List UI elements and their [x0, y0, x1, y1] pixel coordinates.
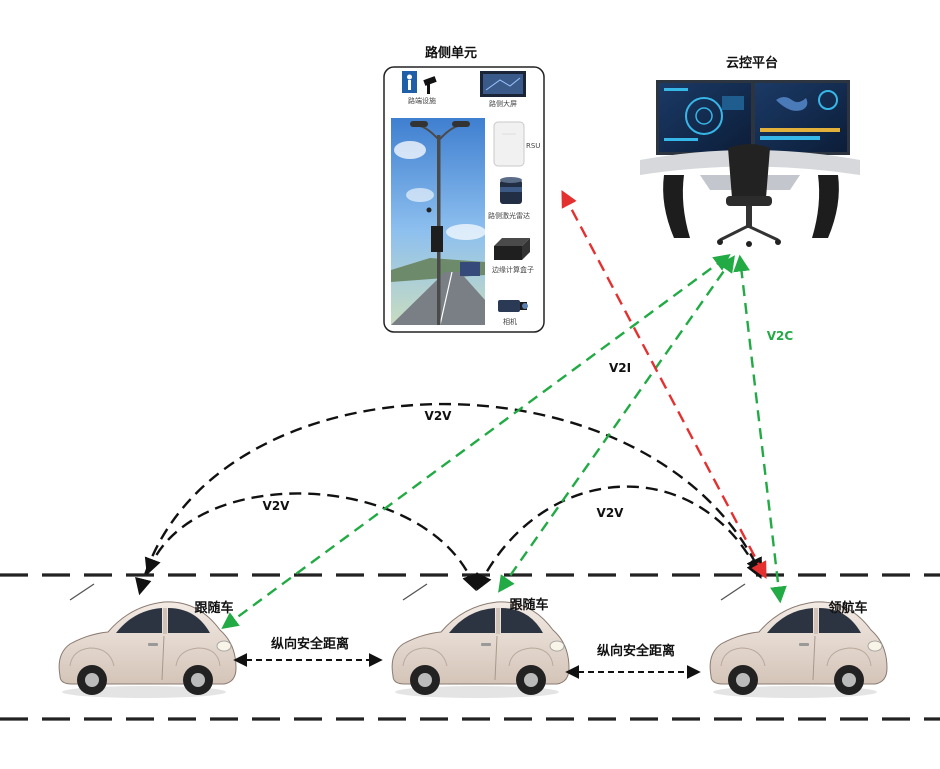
lidar-icon [500, 177, 522, 204]
screen-label: 路侧大屏 [489, 99, 517, 108]
v2i-link-car1 [221, 254, 731, 629]
v2v-link-long [135, 402, 762, 596]
v2i-label: V2I [609, 361, 631, 375]
v2c-link [733, 254, 787, 604]
lidar-label: 路侧激光雷达 [488, 211, 530, 220]
street-light-icon [402, 71, 437, 94]
facility-label: 路端设施 [408, 96, 436, 105]
cloud-title: 云控平台 [726, 55, 778, 71]
camera-label: 相机 [503, 317, 517, 326]
v2v-label-top: V2V [425, 409, 453, 423]
follower-2-label: 跟随车 [509, 597, 548, 613]
leader-label: 领航车 [828, 600, 867, 616]
street-photo [391, 118, 486, 326]
screen-icon [480, 71, 526, 97]
distance-label-right: 纵向安全距离 [597, 643, 675, 659]
roadside-title: 路侧单元 [425, 45, 477, 61]
rsu-icon [493, 121, 525, 167]
edge-box-label: 边缘计算盒子 [492, 265, 534, 274]
v2c-label: V2C [767, 329, 794, 343]
roadside-unit-panel: 路端设施 路侧大屏 RSU [383, 66, 545, 333]
rsu-label: RSU [526, 142, 540, 150]
v2v-link-right [476, 485, 762, 592]
v2v-label-left: V2V [263, 499, 291, 513]
distance-label-left: 纵向安全距离 [271, 636, 349, 652]
v2v-label-right: V2V [597, 506, 625, 520]
edge-box-icon [494, 238, 530, 260]
roadside-to-leader-link [561, 190, 767, 579]
follower-1-label: 跟随车 [194, 600, 233, 616]
